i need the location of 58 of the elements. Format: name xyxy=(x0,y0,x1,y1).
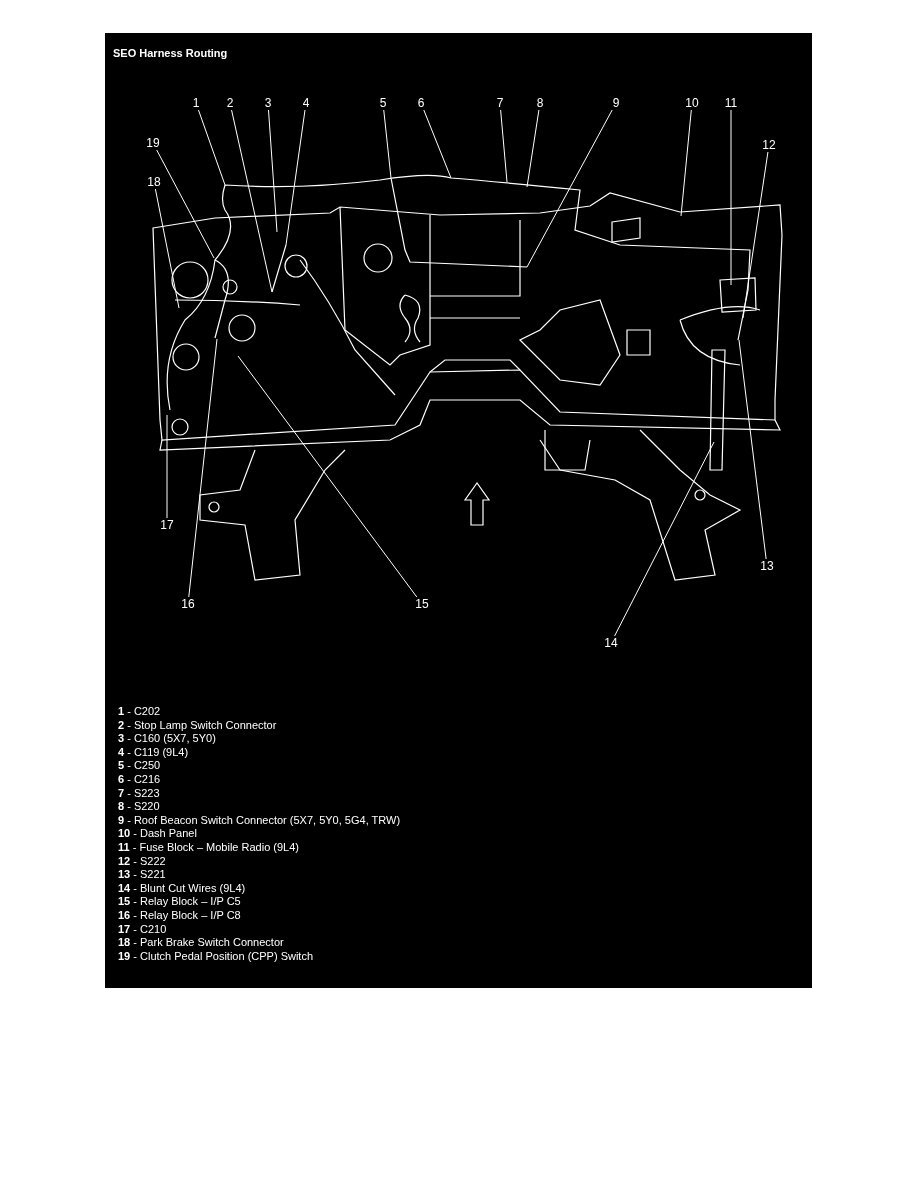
legend-entry: 11 - Fuse Block – Mobile Radio (9L4) xyxy=(118,840,300,855)
leader-line xyxy=(285,109,306,246)
leader-line xyxy=(383,109,392,179)
leader-line xyxy=(156,149,215,259)
legend-entry: 6 - C216 xyxy=(118,772,162,787)
callout-number: 14 xyxy=(601,636,621,650)
callout-number: 5 xyxy=(373,96,393,110)
leader-line xyxy=(198,109,226,186)
callout-number: 15 xyxy=(412,597,432,611)
callout-number: 4 xyxy=(296,96,316,110)
callout-number: 19 xyxy=(143,136,163,150)
legend-entry: 3 - C160 (5X7, 5Y0) xyxy=(118,732,217,746)
leader-line xyxy=(188,338,218,598)
callout-number: 11 xyxy=(721,96,741,110)
legend-entry: 15 - Relay Block – I/P C5 xyxy=(118,895,242,909)
callout-number: 2 xyxy=(220,96,240,110)
legend-entry: 1 - C202 xyxy=(118,705,162,719)
callout-number: 8 xyxy=(530,96,550,110)
callout-number: 12 xyxy=(759,138,779,152)
leader-line xyxy=(166,414,168,519)
legend-entry: 4 - C119 (9L4) xyxy=(118,745,190,760)
legend-entry: 18 - Park Brake Switch Connector xyxy=(118,936,285,950)
callout-number: 10 xyxy=(682,96,702,110)
callout-number: 16 xyxy=(178,597,198,611)
leader-line xyxy=(614,441,715,637)
leader-line xyxy=(231,109,273,293)
leader-line xyxy=(742,151,769,319)
legend-entry: 10 - Dash Panel xyxy=(118,827,198,841)
legend-entry: 8 - S220 xyxy=(118,800,161,814)
callout-number: 3 xyxy=(258,96,278,110)
legend-entry: 7 - S223 xyxy=(118,786,161,801)
callout-number: 18 xyxy=(144,175,164,189)
callout-number: 13 xyxy=(757,559,777,573)
callout-number: 9 xyxy=(606,96,626,110)
legend-entry: 12 - S222 xyxy=(118,854,167,869)
leader-line xyxy=(154,188,180,309)
leader-line xyxy=(526,109,613,268)
leader-line xyxy=(500,109,508,183)
title: SEO Harness Routing xyxy=(113,46,228,61)
leader-line xyxy=(237,355,418,598)
legend-entry: 5 - C250 xyxy=(118,759,162,773)
legend-entry: 9 - Roof Beacon Switch Connector (5X7, 5Y0, 5G4, TRW) xyxy=(118,813,401,828)
callout-number: 6 xyxy=(411,96,431,110)
leader-line xyxy=(738,339,767,560)
legend-entry: 14 - Blunt Cut Wires (9L4) xyxy=(118,881,247,896)
leader-line xyxy=(730,109,732,286)
legend-entry: 17 - C210 xyxy=(118,922,168,937)
leader-line xyxy=(423,109,452,179)
legend-entry: 13 - S221 xyxy=(118,868,167,882)
leader-line xyxy=(526,109,540,188)
callout-number: 1 xyxy=(186,96,206,110)
callout-number: 17 xyxy=(157,518,177,532)
legend-entry: 2 - Stop Lamp Switch Connector xyxy=(118,718,278,733)
legend-entry: 16 - Relay Block – I/P C8 xyxy=(118,908,242,923)
leader-line xyxy=(680,109,692,217)
leader-line xyxy=(268,109,278,233)
callout-number: 7 xyxy=(490,96,510,110)
legend-entry: 19 - Clutch Pedal Position (CPP) Switch xyxy=(118,949,315,964)
